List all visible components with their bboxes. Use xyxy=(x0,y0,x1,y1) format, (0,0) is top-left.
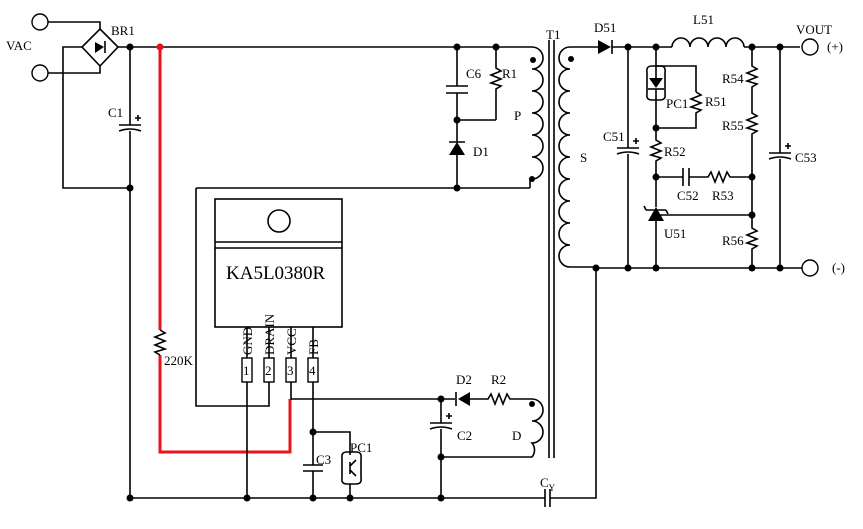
vout-label: VOUT xyxy=(796,22,832,37)
r53-label: R53 xyxy=(712,188,734,203)
pin-gnd-label: GND xyxy=(240,327,255,355)
c1-capacitor xyxy=(118,47,142,498)
bridge-rectifier xyxy=(62,27,160,189)
pin-vcc-label: VCC xyxy=(284,328,299,355)
d51-label: D51 xyxy=(594,20,616,35)
r56-label: R56 xyxy=(722,233,744,248)
t1-label: T1 xyxy=(546,27,560,42)
pin2-label: 2 xyxy=(265,363,272,378)
snubber xyxy=(196,47,530,189)
r52-label: R52 xyxy=(664,144,686,159)
pin1-label: 1 xyxy=(243,363,250,378)
r54-r55-r56 xyxy=(744,47,760,268)
drain-wire xyxy=(195,188,270,407)
transformer-secondary xyxy=(558,46,574,268)
c2-label: C2 xyxy=(457,428,472,443)
transformer-primary xyxy=(529,46,544,188)
r51-label: R51 xyxy=(705,94,727,109)
pin-fb-label: FB xyxy=(306,339,321,355)
r52-resistor xyxy=(648,128,664,177)
c53-capacitor xyxy=(768,47,792,268)
r55-label: R55 xyxy=(722,118,744,133)
d1-label: D1 xyxy=(473,144,489,159)
cy-label: CY xyxy=(540,475,556,493)
br1-label: BR1 xyxy=(111,23,135,38)
pin3-label: 3 xyxy=(287,363,294,378)
vout-plus-label: (+) xyxy=(827,39,843,54)
ic-package xyxy=(214,198,343,383)
vac-terminal-bottom[interactable] xyxy=(31,64,49,82)
r2-label: R2 xyxy=(491,372,506,387)
vout-plus-terminal[interactable] xyxy=(801,38,819,56)
pc1-sec-label: PC1 xyxy=(666,96,688,111)
c52-label: C52 xyxy=(677,188,699,203)
ic-part-number: KA5L0380R xyxy=(226,263,326,284)
d-label: D xyxy=(512,428,521,443)
pin4-label: 4 xyxy=(309,363,316,378)
pc1-transistor xyxy=(313,431,362,498)
pc1-led xyxy=(646,47,704,129)
c51-capacitor xyxy=(616,47,640,268)
p-label: P xyxy=(514,108,521,123)
l51-label: L51 xyxy=(693,12,714,27)
s-label: S xyxy=(580,150,587,165)
c3-label: C3 xyxy=(316,452,331,467)
pc1-pri-label: PC1 xyxy=(350,440,372,455)
r220k-label: 220K xyxy=(164,353,194,368)
vout-minus-label: (-) xyxy=(832,260,845,275)
vac-terminal-top[interactable] xyxy=(31,13,49,31)
vac-label: VAC xyxy=(6,38,32,53)
r1-label: R1 xyxy=(502,66,517,81)
ground-rail xyxy=(130,268,597,507)
ac-input xyxy=(31,13,101,82)
u51-shunt xyxy=(643,177,752,268)
c1-label: C1 xyxy=(108,105,123,120)
vcc-wire xyxy=(290,382,455,400)
r54-label: R54 xyxy=(722,71,744,86)
d2-label: D2 xyxy=(456,372,472,387)
c53-label: C53 xyxy=(795,150,817,165)
u51-label: U51 xyxy=(664,226,686,241)
c6-label: C6 xyxy=(466,66,482,81)
d51-diode xyxy=(572,40,672,54)
pin-drain-label: DRAIN xyxy=(262,313,277,355)
junction-dots xyxy=(126,43,784,502)
startup-path xyxy=(152,43,292,454)
aux-winding xyxy=(429,391,544,498)
vout-minus-terminal[interactable] xyxy=(801,259,819,277)
c52-r53 xyxy=(656,168,752,186)
c51-label: C51 xyxy=(603,129,625,144)
